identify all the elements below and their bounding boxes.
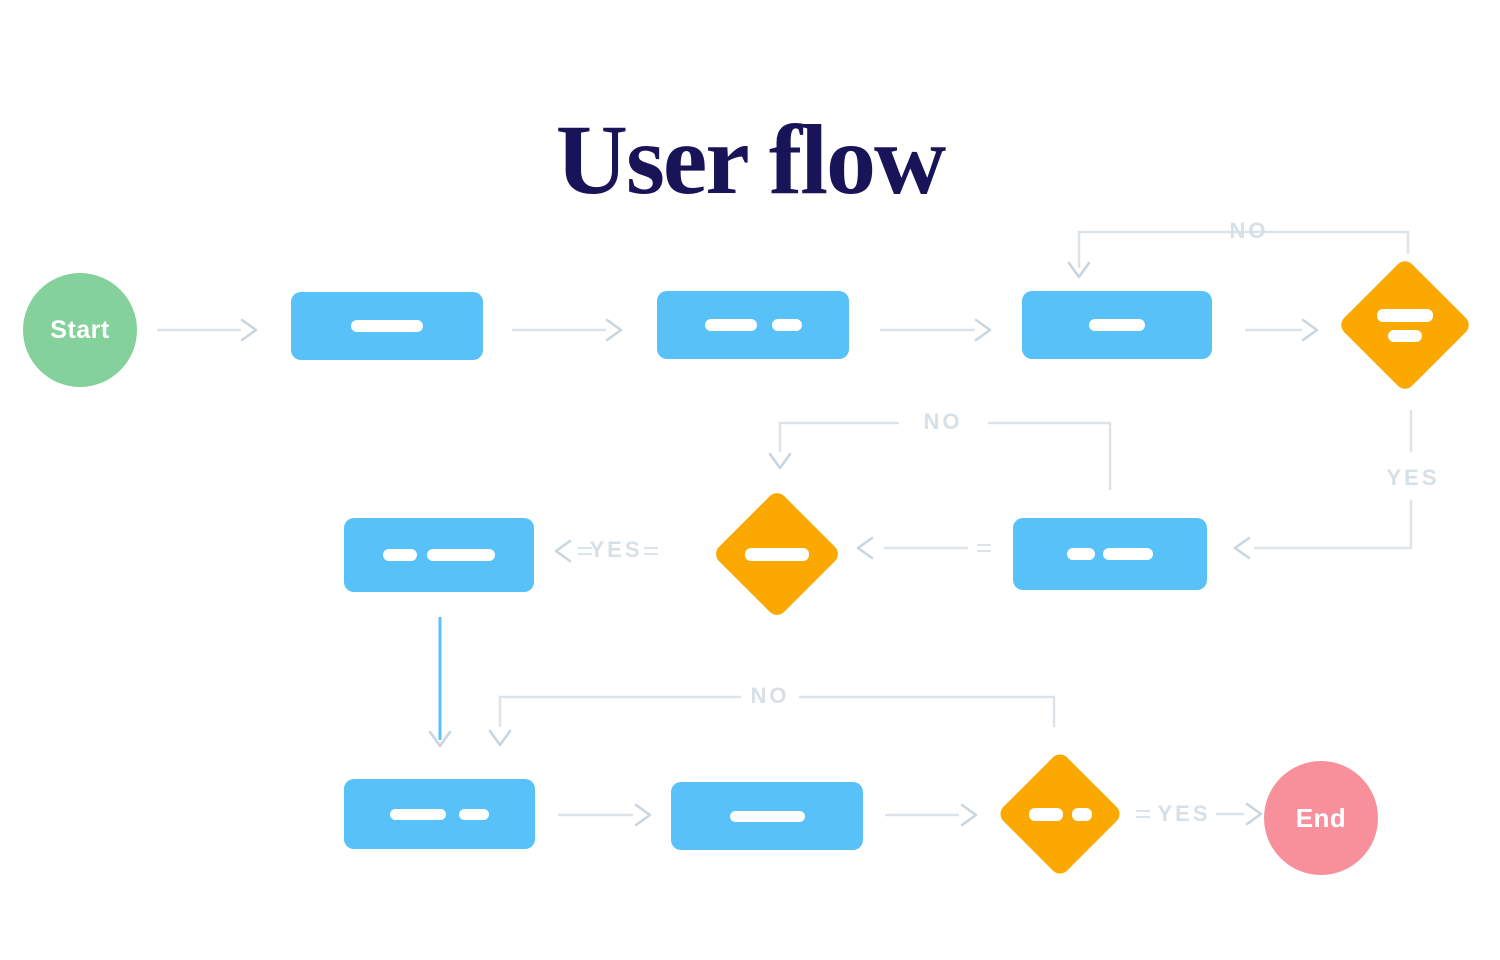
arrowhead-down-icon bbox=[488, 729, 512, 747]
arrowhead-right-icon bbox=[974, 318, 992, 342]
edge-step2-to-step3 bbox=[880, 318, 992, 342]
placeholder-bar bbox=[729, 810, 805, 822]
edge-decision1-yes-path bbox=[1233, 410, 1413, 560]
decision-diamond-3 bbox=[996, 750, 1124, 878]
placeholder-bar bbox=[1377, 308, 1433, 322]
edge-decision3-no-loop bbox=[488, 695, 1056, 747]
process-box-4 bbox=[344, 518, 534, 592]
arrowhead-right-icon bbox=[634, 803, 652, 827]
arrowhead-right-icon bbox=[240, 318, 258, 342]
arrowhead-down-icon bbox=[768, 452, 792, 470]
edge-label-yes-2: YES bbox=[589, 537, 643, 562]
edge-label-no-3: NO bbox=[750, 683, 790, 708]
edge-decision2-yes-path bbox=[554, 539, 658, 563]
placeholder-bar bbox=[1067, 548, 1095, 560]
placeholder-bar bbox=[1028, 807, 1063, 821]
edge-step1-to-step2 bbox=[512, 318, 623, 342]
edge-label-no-1: NO bbox=[1229, 218, 1269, 243]
process-box-3 bbox=[1022, 291, 1212, 359]
placeholder-bar bbox=[1071, 807, 1092, 821]
decision-diamond-1 bbox=[1337, 257, 1473, 393]
edge-decision2-no-loop bbox=[768, 421, 1112, 490]
placeholder-bar bbox=[704, 319, 757, 331]
start-node-label: Start bbox=[50, 315, 110, 344]
process-box-7 bbox=[671, 782, 863, 850]
placeholder-bar bbox=[427, 549, 495, 561]
edge-step6-to-step7 bbox=[558, 803, 652, 827]
arrowhead-down-icon bbox=[428, 730, 452, 748]
placeholder-bar bbox=[383, 549, 417, 561]
edge-step7-to-decision3 bbox=[885, 803, 978, 827]
arrowhead-right-icon bbox=[1301, 318, 1319, 342]
end-node: End bbox=[1264, 761, 1378, 875]
process-box-2 bbox=[657, 291, 849, 359]
edge-label-no-2: NO bbox=[923, 409, 963, 434]
process-box-6 bbox=[344, 779, 535, 849]
placeholder-bar bbox=[390, 808, 446, 820]
edge-label-yes-1: YES bbox=[1386, 465, 1440, 490]
arrowhead-right-icon bbox=[605, 318, 623, 342]
arrowhead-left-icon bbox=[554, 539, 572, 563]
end-node-label: End bbox=[1295, 802, 1347, 833]
edge-step3-to-decision1 bbox=[1245, 318, 1319, 342]
arrowhead-right-icon bbox=[960, 803, 978, 827]
edge-label-yes-3: YES bbox=[1157, 801, 1211, 826]
edge-decision1-no-loop bbox=[1067, 230, 1410, 279]
arrowhead-left-icon bbox=[1233, 536, 1251, 560]
edge-decision3-yes-path bbox=[1136, 802, 1263, 826]
placeholder-bar bbox=[745, 547, 809, 561]
edge-step5-down-blue bbox=[428, 617, 452, 748]
decision-diamond-2 bbox=[711, 488, 843, 620]
placeholder-bar bbox=[1388, 329, 1422, 342]
arrowhead-left-icon bbox=[856, 536, 874, 560]
placeholder-bar bbox=[1103, 548, 1153, 560]
placeholder-bar bbox=[351, 320, 423, 332]
process-box-5 bbox=[1013, 518, 1207, 590]
arrowhead-right-icon bbox=[1245, 802, 1263, 826]
placeholder-bar bbox=[771, 319, 802, 331]
placeholder-bar bbox=[459, 808, 489, 820]
edge-step4-to-decision2 bbox=[856, 536, 991, 560]
page-title: User flow bbox=[555, 104, 946, 215]
placeholder-bar bbox=[1089, 319, 1145, 331]
arrowhead-down-icon bbox=[1067, 261, 1091, 279]
process-box-1 bbox=[291, 292, 483, 360]
start-node: Start bbox=[23, 273, 137, 387]
edge-start-to-step1 bbox=[157, 318, 258, 342]
